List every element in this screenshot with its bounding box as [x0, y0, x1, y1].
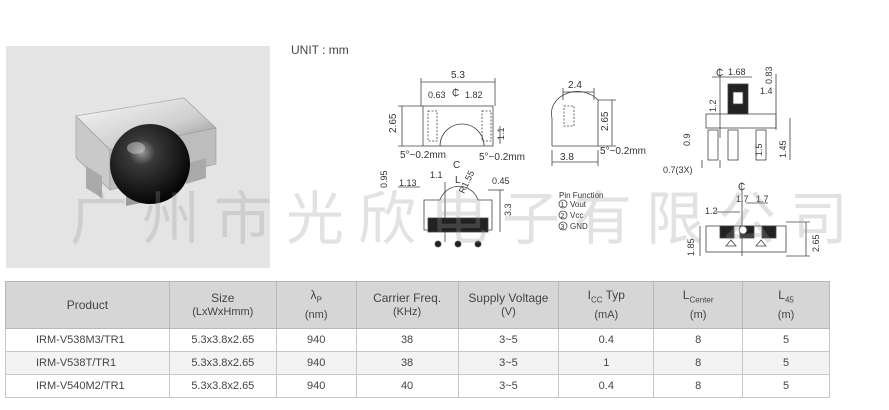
dim-label: 2.65	[600, 111, 611, 131]
front-view-drawing	[398, 78, 501, 147]
dim-label: 0.63	[428, 90, 446, 100]
header-l45: L45(m)	[742, 281, 830, 329]
dim-label: 1.5	[754, 143, 764, 156]
dimension-drawings: 5.3 0.63 ₵ 1.82 2.65 1.1 5°~0.2mm 5°~0.2…	[379, 66, 821, 257]
dim-label: 5.3	[451, 70, 465, 81]
header-l-center: LCenter(m)	[653, 281, 744, 329]
cell-carrier-freq: 38	[355, 328, 459, 352]
cell-icc: 1	[558, 351, 655, 375]
pin-name: Vout	[570, 200, 587, 209]
table-row: IRM-V538M3/TR1 5.3x3.8x2.65 940 38 3~5 0…	[5, 328, 830, 352]
cell-size: 5.3x3.8x2.65	[168, 328, 277, 352]
dim-label: 1.13	[399, 178, 417, 188]
dim-label: L	[455, 175, 461, 186]
dim-label: 0.9	[682, 133, 692, 146]
dim-label: 0.83	[764, 66, 774, 84]
pin-name: Vcc	[570, 211, 583, 220]
dim-label: C	[453, 160, 460, 171]
table-row: IRM-V540M2/TR1 5.3x3.8x2.65 940 40 3~5 0…	[5, 374, 830, 398]
dim-label: 1.7	[736, 194, 749, 204]
centerline-label: ₵	[716, 67, 723, 79]
cell-l45: 5	[742, 351, 830, 375]
cell-size: 5.3x3.8x2.65	[168, 374, 277, 398]
dim-label: 1.7	[756, 194, 769, 204]
product-photo	[6, 46, 270, 268]
pin-function-circles	[558, 199, 568, 231]
centerline-label: ₵	[738, 181, 745, 193]
dim-label: 1.68	[728, 67, 746, 77]
dim-label: 1.1	[496, 127, 506, 140]
ir-receiver-image	[75, 97, 217, 206]
header-product: Product	[5, 281, 170, 329]
pin-function-title: Pin Function	[559, 191, 603, 200]
header-carrier-freq: Carrier Freq.(KHz)	[355, 281, 459, 329]
cell-supply-voltage: 3~5	[457, 374, 560, 398]
cell-icc: 0.4	[558, 374, 655, 398]
pad-layout-drawing	[701, 74, 791, 168]
header-icc-typ: ICC Typ(mA)	[558, 281, 655, 329]
cell-l-center: 8	[653, 374, 744, 398]
tolerance-label: 5°~0.2mm	[479, 152, 525, 163]
dim-label: 0.7(3X)	[663, 165, 693, 175]
cell-size: 5.3x3.8x2.65	[168, 351, 277, 375]
dim-label: 1.4	[760, 86, 773, 96]
dim-label: 1.85	[686, 238, 696, 256]
cell-carrier-freq: 40	[355, 374, 459, 398]
dim-label: 2.65	[811, 234, 821, 252]
tolerance-label: 5°~0.2mm	[400, 150, 446, 161]
cell-product: IRM-V538T/TR1	[5, 351, 170, 375]
cell-icc: 0.4	[558, 328, 655, 352]
table-header-row: Product Size(LxWxHmm) λP(nm) Carrier Fre…	[5, 281, 830, 329]
centerline-label: ₵	[452, 87, 459, 99]
cell-l-center: 8	[653, 351, 744, 375]
dim-label: 3.3	[503, 203, 513, 216]
land-pattern-drawing	[699, 190, 810, 257]
tolerance-label: 5°~0.2mm	[600, 146, 646, 157]
cell-supply-voltage: 3~5	[457, 351, 560, 375]
pin-number: 1	[561, 202, 565, 209]
table-row: IRM-V538T/TR1 5.3x3.8x2.65 940 38 3~5 1 …	[5, 351, 830, 375]
cell-product: IRM-V538M3/TR1	[5, 328, 170, 352]
cell-wavelength: 940	[275, 374, 357, 398]
dim-label: 3.8	[560, 152, 574, 163]
pin-number: 3	[561, 224, 565, 231]
cell-carrier-freq: 38	[355, 351, 459, 375]
cell-l-center: 8	[653, 328, 744, 352]
cell-supply-voltage: 3~5	[457, 328, 560, 352]
header-wavelength: λP(nm)	[275, 281, 357, 329]
dim-label: 1.45	[778, 140, 788, 158]
dim-label: 2.4	[568, 80, 582, 91]
side-view-drawing	[551, 88, 616, 166]
bottom-view-drawing	[398, 182, 504, 248]
cell-l45: 5	[742, 328, 830, 352]
cell-wavelength: 940	[275, 328, 357, 352]
dim-label: 1.1	[430, 170, 443, 180]
pin-name: GND	[570, 222, 588, 231]
dim-label: 1.2	[705, 206, 718, 216]
cell-wavelength: 940	[275, 351, 357, 375]
dim-label: 1.82	[465, 90, 483, 100]
dim-label: 2.65	[388, 113, 399, 133]
dim-label: 0.95	[379, 170, 389, 188]
header-supply-voltage: Supply Voltage(V)	[457, 281, 560, 329]
dim-label: 1.2	[708, 99, 718, 112]
unit-label: UNIT : mm	[291, 43, 349, 57]
dim-label: 0.45	[492, 176, 510, 186]
spec-table: Product Size(LxWxHmm) λP(nm) Carrier Fre…	[5, 281, 830, 398]
cell-l45: 5	[742, 374, 830, 398]
pin-number: 2	[561, 213, 565, 220]
header-size: Size(LxWxHmm)	[168, 281, 277, 329]
cell-product: IRM-V540M2/TR1	[5, 374, 170, 398]
